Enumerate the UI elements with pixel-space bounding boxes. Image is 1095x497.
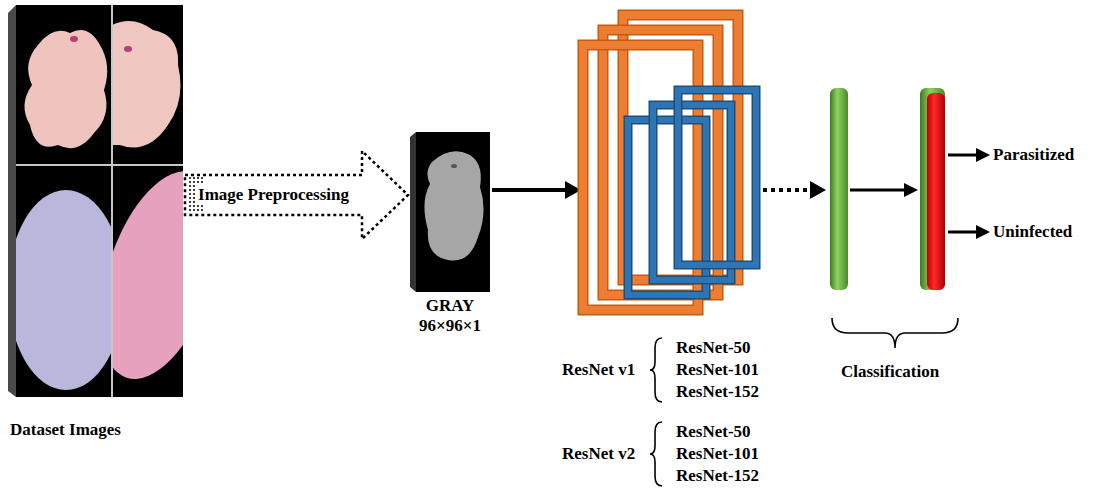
arrow-head [904, 183, 918, 197]
block-arrow [185, 151, 408, 239]
node-text: ResNet-152 [676, 382, 759, 402]
image-side [410, 132, 416, 292]
blood-cell [112, 165, 183, 394]
image-face [416, 132, 490, 292]
dashed-connector [763, 188, 814, 192]
grid-line [111, 5, 113, 397]
output-class-label: Parasitized [993, 145, 1074, 165]
output-arrow-head [976, 148, 990, 162]
feature-map-frame [678, 90, 756, 265]
node-text: GRAY 96×96×1 [412, 296, 488, 336]
blood-cell [112, 21, 180, 148]
feature-map-frame [653, 105, 731, 280]
output-class-label: Uninfected [993, 222, 1072, 242]
gray-image-shape [410, 132, 490, 292]
connector-group [185, 151, 408, 239]
curly-brace [650, 422, 662, 486]
node-text: ResNet-101 [676, 444, 759, 464]
arrow-head [810, 181, 826, 199]
panel-side [8, 5, 16, 397]
node-text: ResNet-50 [676, 338, 751, 358]
output-arrow-line [948, 154, 978, 157]
gray-image: GRAY 96×96×1 [410, 132, 490, 292]
classification-layers-shape [828, 86, 948, 292]
arrow-line [850, 189, 906, 192]
curly-bracket [832, 318, 958, 348]
output-layer-bar [927, 93, 945, 290]
node-text: ResNet-50 [676, 422, 751, 442]
curly-brace [650, 338, 662, 402]
blood-cell [24, 30, 107, 148]
connector-group [763, 181, 826, 199]
connector-label: Image Preprocessing [195, 185, 352, 205]
feature-map-frame [678, 90, 756, 265]
node-text: ResNet v1 [562, 360, 635, 380]
node-text: Classification [820, 362, 960, 382]
output-arrow-line [948, 231, 978, 234]
grid-line [16, 164, 183, 166]
blood-cell [16, 190, 112, 390]
gray-cell [424, 151, 483, 260]
classification-layers: Classification [828, 86, 948, 292]
parasite-dot [124, 46, 132, 52]
feature-map-frame [653, 105, 731, 280]
dataset-panel: Dataset Images [8, 5, 183, 397]
node-text: ResNet-152 [676, 466, 759, 486]
resnet-stack-shape [583, 15, 761, 310]
node-text: Dataset Images [10, 420, 121, 440]
arrow-connector [492, 188, 569, 192]
node-text: ResNet-101 [676, 360, 759, 380]
parasite-dot [70, 36, 78, 42]
resnet-stack: ResNet v1ResNet-50ResNet-101ResNet-152Re… [583, 15, 761, 310]
connector-group [492, 181, 581, 199]
output-layer-bar [920, 88, 945, 290]
parasite-dot [451, 164, 457, 168]
dataset-panel-shape [8, 5, 183, 397]
dense-layer-bar [830, 88, 848, 290]
hatch-line [189, 177, 191, 213]
node-text: ResNet v2 [562, 444, 635, 464]
output-arrow-head [976, 225, 990, 239]
